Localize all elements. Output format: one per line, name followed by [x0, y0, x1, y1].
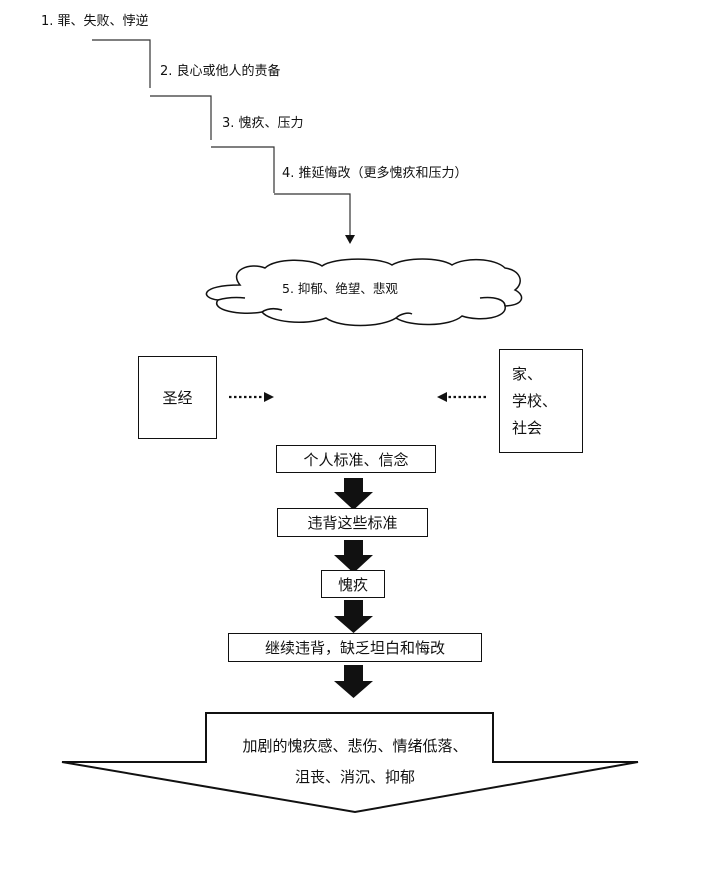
- bible-box: 圣经: [138, 356, 217, 439]
- step-label-3: 3. 愧疚、压力: [222, 116, 304, 131]
- cloud-inner-curve: [261, 307, 283, 313]
- flow-box-label: 继续违背，缺乏坦白和悔改: [264, 639, 445, 657]
- step-label-4: 4. 推延悔改（更多愧疚和压力）: [282, 166, 468, 181]
- step-connector-2: [150, 95, 212, 140]
- cloud-inner-curve: [217, 296, 246, 301]
- dotted-arrow-left-head: [264, 392, 274, 402]
- society-line-home: 家、: [512, 364, 543, 383]
- flow-box-guilt: 愧疚: [321, 570, 385, 598]
- step-connector-3: [211, 146, 275, 193]
- flow-box-label: 愧疚: [337, 575, 368, 594]
- step-label-1: 1. 罪、失败、悖逆: [41, 14, 149, 29]
- thick-arrow-2: [334, 540, 373, 573]
- flow-box-label: 违背这些标准: [307, 514, 398, 532]
- step-connector-1: [92, 39, 151, 88]
- cloud-inner-curve: [479, 296, 506, 307]
- thick-arrow-4: [334, 665, 373, 698]
- step-label-2: 2. 良心或他人的责备: [160, 64, 281, 79]
- result-line-2: 沮丧、消沉、抑郁: [294, 768, 415, 786]
- flow-box-standards: 个人标准、信念: [276, 445, 436, 473]
- society-line-society: 社会: [512, 418, 543, 437]
- result-arrow-shape: [61, 712, 639, 814]
- flow-box-violation: 违背这些标准: [277, 508, 428, 537]
- dotted-arrow-right-head: [437, 392, 447, 402]
- cloud-inner-curve: [395, 312, 413, 319]
- bible-label: 圣经: [162, 389, 193, 407]
- society-box: 家、 学校、 社会: [499, 349, 583, 453]
- society-line-school: 学校、: [512, 391, 558, 410]
- thick-arrow-3: [334, 600, 373, 633]
- cloud-label: 5. 抑郁、绝望、悲观: [282, 281, 398, 296]
- down-arrowhead: [345, 235, 355, 244]
- thick-arrow-1: [334, 478, 373, 510]
- flow-box-continued: 继续违背，缺乏坦白和悔改: [228, 633, 482, 662]
- flow-box-label: 个人标准、信念: [303, 450, 409, 469]
- step-connector-4: [274, 193, 351, 235]
- result-line-1: 加剧的愧疚感、悲伤、情绪低落、: [242, 737, 468, 755]
